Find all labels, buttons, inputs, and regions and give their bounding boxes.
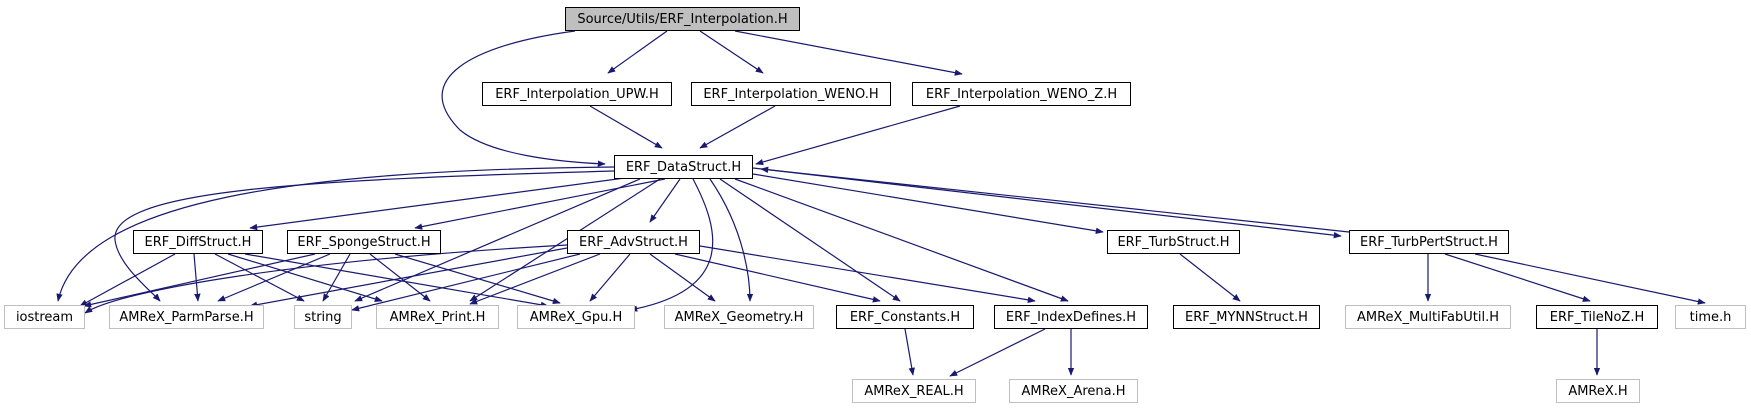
edge-ds-turbpert [752, 167, 1342, 239]
edge-adv-gpu [589, 253, 631, 302]
edge-adv-geometry [649, 253, 716, 302]
node-amrex-geometry: AMReX_Geometry.H [664, 305, 814, 329]
edge-adv-constants [674, 253, 881, 303]
edge-ds-adv [649, 178, 681, 223]
node-amrex-multifabutil: AMReX_MultiFabUtil.H [1345, 305, 1511, 329]
edge-sponge-parmparse [217, 253, 331, 302]
edge-ds-constants [719, 178, 901, 302]
node-erf-indexdefines[interactable]: ERF_IndexDefines.H [994, 305, 1148, 329]
edge-diff-gpu [244, 253, 549, 308]
node-amrex-print: AMReX_Print.H [376, 305, 499, 329]
node-erf-turbstruct[interactable]: ERF_TurbStruct.H [1107, 230, 1240, 254]
edge-root-datastruct [441, 30, 606, 167]
node-erf-tilenoz[interactable]: ERF_TileNoZ.H [1536, 305, 1658, 329]
edge-root-upw [607, 30, 668, 74]
node-amrex-h: AMReX.H [1556, 379, 1640, 403]
node-erf-datastruct[interactable]: ERF_DataStruct.H [614, 155, 753, 179]
node-erf-spongestruct[interactable]: ERF_SpongeStruct.H [287, 230, 441, 254]
edge-adv-iostream [84, 244, 568, 314]
edge-ds-indexdefines [734, 178, 1069, 302]
edge-adv-print [469, 253, 601, 305]
node-erf-interpolation-weno[interactable]: ERF_Interpolation_WENO.H [691, 82, 891, 106]
node-amrex-arena: AMReX_Arena.H [1009, 379, 1138, 403]
edge-sponge-iostream [83, 253, 316, 308]
edge-ds-gpu [629, 178, 714, 312]
edge-root-weno [699, 30, 764, 74]
edge-root-wenoz [734, 30, 963, 76]
edge-constants-real [904, 328, 915, 376]
edge-turb-mynn [1179, 253, 1241, 302]
node-erf-diffstruct[interactable]: ERF_DiffStruct.H [133, 230, 263, 254]
edge-ds-parmparse [114, 170, 615, 302]
edge-ds-sponge [414, 178, 666, 230]
edge-wenoz-datastruct [755, 105, 961, 166]
edge-diff-iostream [79, 253, 176, 307]
node-erf-constants[interactable]: ERF_Constants.H [836, 305, 974, 329]
edge-ds-print [469, 178, 661, 302]
edge-diff-parmparse [193, 253, 201, 302]
edge-turbpert-tilenoz [1444, 253, 1591, 302]
node-iostream: iostream [4, 305, 85, 329]
edge-diff-string [214, 253, 305, 302]
edge-ds-diff [249, 175, 641, 231]
node-time-h: time.h [1675, 305, 1746, 329]
node-amrex-parmparse: AMReX_ParmParse.H [109, 305, 264, 329]
edge-adv-string [351, 253, 581, 312]
edge-diff-print [227, 253, 383, 302]
node-erf-interpolation-upw[interactable]: ERF_Interpolation_UPW.H [482, 82, 672, 106]
edge-adv-indexdefines [699, 245, 1036, 303]
edge-turbpert-time [1474, 253, 1706, 305]
edge-adv-parmparse [249, 247, 568, 308]
edge-turbpert-ds [760, 166, 1350, 233]
edge-upw-datastruct [589, 105, 663, 149]
node-erf-advstruct[interactable]: ERF_AdvStruct.H [567, 230, 700, 254]
edge-indexdefines-real [949, 328, 1046, 377]
edge-weno-datastruct [699, 105, 776, 149]
node-erf-interpolation-weno-z[interactable]: ERF_Interpolation_WENO_Z.H [912, 82, 1131, 106]
edge-sponge-gpu [394, 253, 561, 305]
edge-sponge-string [322, 253, 351, 302]
node-erf-turbpertstruct[interactable]: ERF_TurbPertStruct.H [1349, 230, 1509, 254]
edge-ds-geometry [709, 178, 754, 302]
node-erf-mynnstruct[interactable]: ERF_MYNNStruct.H [1173, 305, 1320, 329]
node-amrex-real: AMReX_REAL.H [852, 379, 976, 403]
edge-ds-turb [752, 173, 1104, 234]
node-amrex-gpu: AMReX_Gpu.H [517, 305, 635, 329]
node-string: string [294, 305, 352, 329]
node-root-erf-interpolation: Source/Utils/ERF_Interpolation.H [565, 7, 800, 31]
edge-ds-iostream [56, 166, 615, 302]
